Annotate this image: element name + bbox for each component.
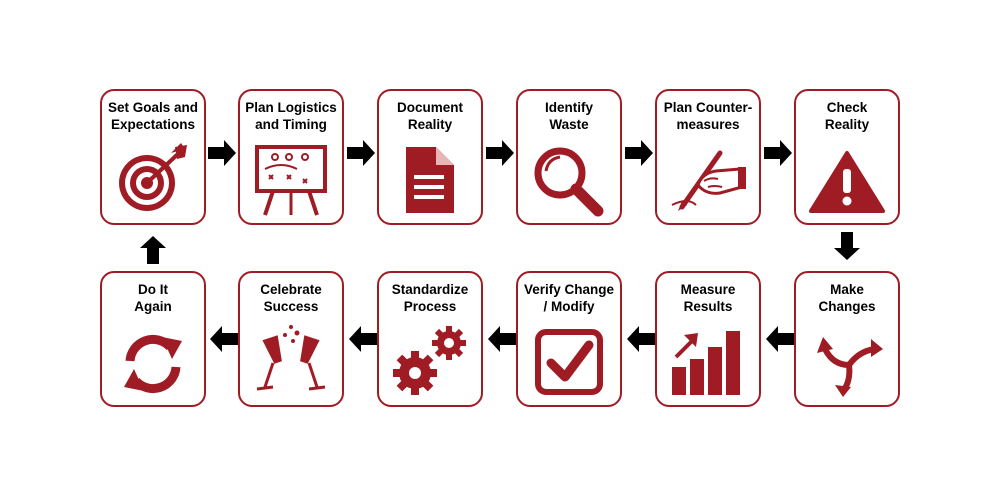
step-title: Plan Logistics and Timing	[245, 100, 337, 132]
whiteboard-icon	[251, 143, 331, 222]
checkbox-icon	[533, 327, 605, 402]
arrow-left-icon	[488, 326, 516, 352]
arrow-right-icon	[625, 140, 653, 166]
gears-icon	[389, 323, 471, 404]
warning-icon	[807, 149, 887, 220]
step-make-changes: Make Changes	[794, 271, 900, 407]
step-standardize-process: Standardize Process	[377, 271, 483, 407]
step-title: Set Goals and Expectations	[107, 100, 199, 132]
arrow-up-icon	[140, 236, 166, 264]
step-title: Measure Results	[680, 282, 736, 314]
bar-chart-icon	[668, 325, 748, 402]
step-measure-results: Measure Results	[655, 271, 761, 407]
arrow-right-icon	[764, 140, 792, 166]
step-celebrate-success: Celebrate Success	[238, 271, 344, 407]
step-title: Standardize Process	[391, 282, 469, 314]
magnifier-icon	[532, 145, 606, 222]
arrow-left-icon	[349, 326, 377, 352]
step-plan-countermeasures: Plan Counter- measures	[655, 89, 761, 225]
step-title: Plan Counter- measures	[663, 100, 753, 132]
step-title: Document Reality	[396, 100, 463, 132]
refresh-icon	[118, 331, 188, 402]
step-do-it-again: Do It Again	[100, 271, 206, 407]
step-plan-logistics: Plan Logistics and Timing	[238, 89, 344, 225]
step-title: Celebrate Success	[260, 282, 322, 314]
arrow-left-icon	[210, 326, 238, 352]
step-set-goals: Set Goals and Expectations	[100, 89, 206, 225]
arrow-right-icon	[486, 140, 514, 166]
target-icon	[115, 143, 191, 218]
arrow-left-icon	[766, 326, 794, 352]
champagne-icon	[251, 323, 331, 406]
step-title: Make Changes	[818, 282, 876, 314]
step-check-reality: Check Reality	[794, 89, 900, 225]
step-verify-change: Verify Change / Modify	[516, 271, 622, 407]
step-title: Verify Change / Modify	[523, 282, 615, 314]
step-title: Identify Waste	[544, 100, 593, 132]
hand-pen-icon	[668, 147, 748, 216]
arrow-right-icon	[208, 140, 236, 166]
step-title: Check Reality	[824, 100, 870, 132]
arrow-left-icon	[627, 326, 655, 352]
arrow-right-icon	[347, 140, 375, 166]
cycle-arrows-icon	[809, 325, 885, 404]
step-title: Do It Again	[134, 282, 172, 314]
step-document-reality: Document Reality	[377, 89, 483, 225]
document-icon	[402, 145, 458, 220]
arrow-down-icon	[834, 232, 860, 260]
step-identify-waste: Identify Waste	[516, 89, 622, 225]
